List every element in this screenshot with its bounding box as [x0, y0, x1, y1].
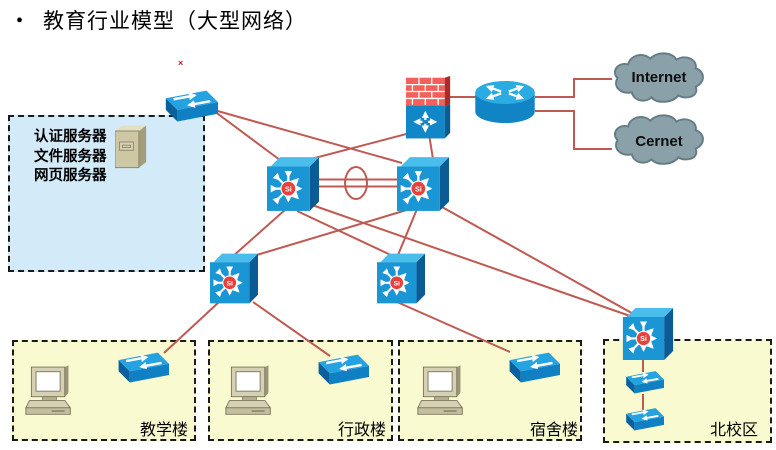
admin-switch-icon [319, 355, 369, 385]
cernet-cloud-label: Cernet [635, 133, 683, 150]
link-router-cernet [535, 110, 612, 150]
link-distleft-teaching [163, 301, 220, 354]
teaching-switch-icon [119, 353, 169, 383]
dorm-pc-icon [417, 364, 463, 415]
north-access-switch2-icon [626, 408, 664, 430]
link-router-internet [535, 78, 612, 98]
link-coreleft-northcampus [311, 204, 634, 318]
edge-router-icon [475, 81, 534, 123]
link-coreright-northcampus [441, 206, 638, 317]
error-marker: × [178, 58, 184, 68]
server-label-auth: 认证服务器 [34, 129, 107, 145]
core-switch-left-icon [267, 157, 319, 211]
dorm-switch-icon [510, 353, 560, 383]
north-campus-switch-icon [623, 308, 673, 360]
server-label-web: 网页服务器 [34, 168, 107, 184]
etherchannel-ring [344, 166, 368, 200]
page-title: 教育行业模型（大型网络） [43, 9, 308, 33]
dist-switch-right-icon [377, 254, 425, 304]
firewall-icon [406, 76, 450, 139]
teaching-building-label: 教学楼 [139, 422, 188, 439]
link-coreleft-distleft [231, 208, 287, 258]
title-bullet: • [16, 10, 24, 32]
server-zone-box [8, 115, 205, 272]
link-distleft-admin [252, 301, 331, 357]
link-coreright-distleft [249, 208, 411, 258]
admin-building-label: 行政楼 [337, 422, 386, 439]
page-title-row: • 教育行业模型（大型网络） [16, 8, 616, 34]
server-icon [115, 125, 147, 169]
server-zone-labels: 认证服务器 文件服务器 网页服务器 [34, 128, 107, 187]
internet-cloud-label: Internet [631, 69, 687, 86]
link-topswitch-coreright [213, 109, 403, 164]
dorm-building-label: 宿舍楼 [529, 422, 578, 439]
link-distright-dorm [396, 301, 511, 353]
link-lines [163, 78, 644, 410]
link-coreright-distright [397, 208, 418, 256]
link-coreleft-distright [296, 210, 396, 258]
north-campus-label: 北校区 [709, 422, 758, 439]
dist-switch-left-icon [210, 254, 258, 304]
server-label-file: 文件服务器 [34, 148, 107, 165]
teaching-pc-icon [25, 364, 71, 415]
admin-pc-icon [225, 364, 271, 415]
server-access-switch-icon [166, 91, 218, 122]
core-switch-right-icon [397, 157, 449, 211]
north-access-switch1-icon [626, 371, 664, 393]
link-topswitch-coreleft [209, 107, 285, 164]
